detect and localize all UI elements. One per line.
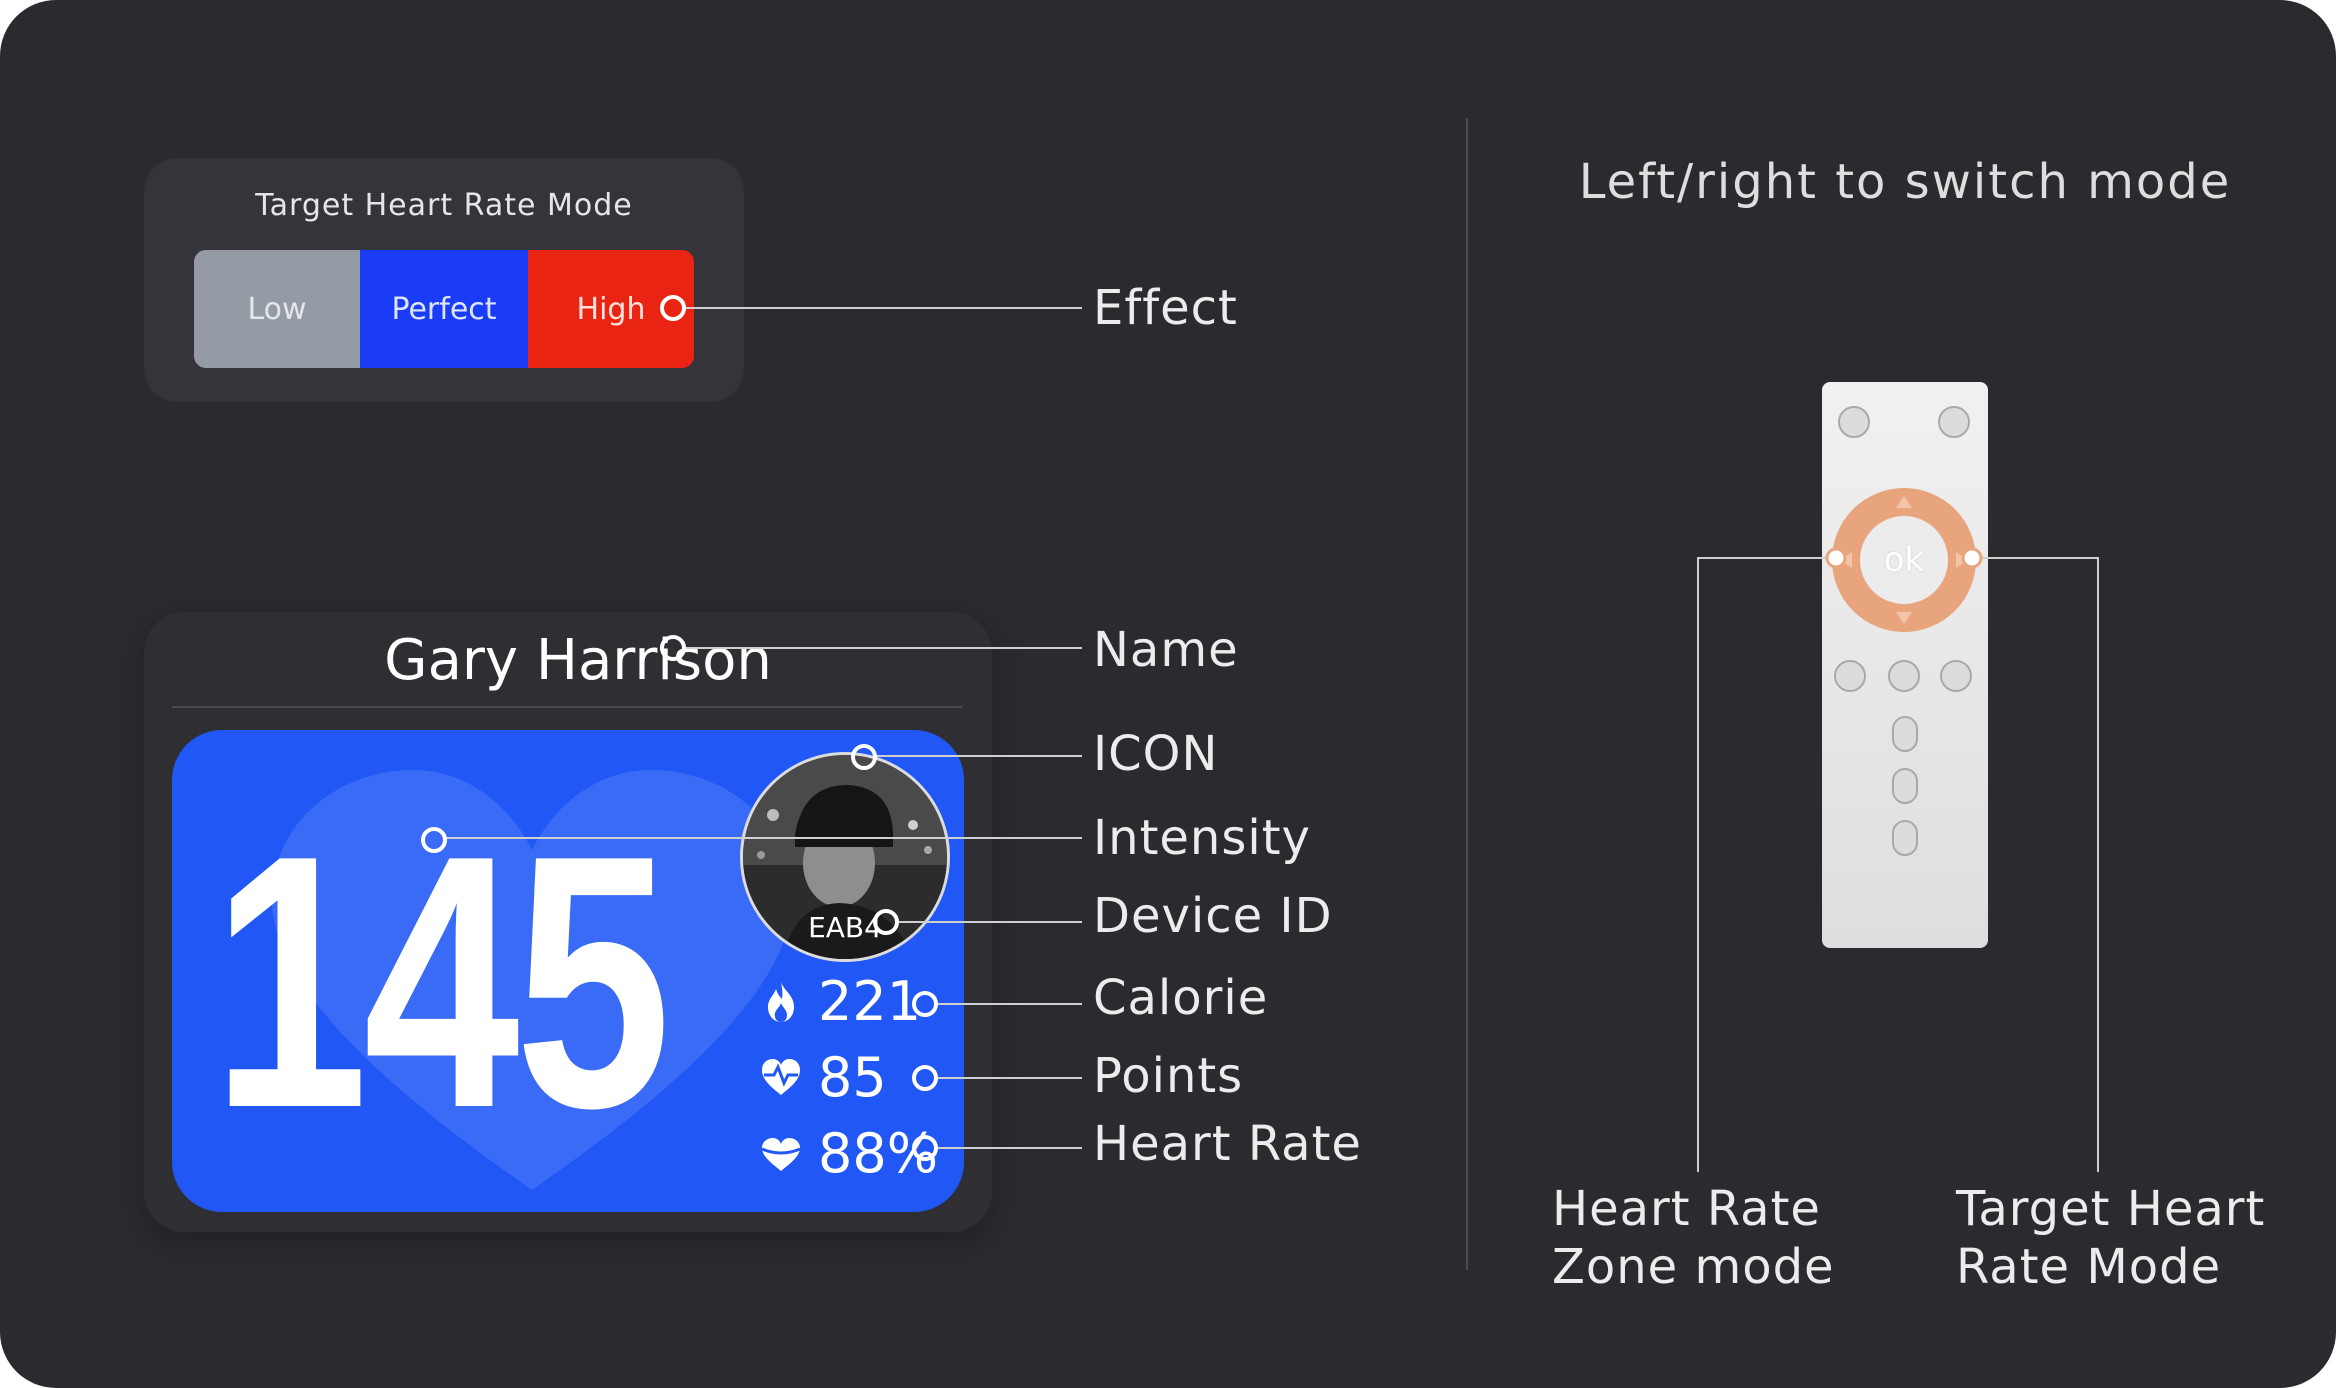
mode-switch-hint: Left/right to switch mode xyxy=(1578,154,2232,210)
callout-heart-rate: Heart Rate xyxy=(1093,1116,1362,1172)
heart-rate-zone-mode-label-line2: Zone mode xyxy=(1552,1239,1835,1295)
mode-segment-perfect[interactable]: Perfect xyxy=(360,250,528,368)
callout-device-id: Device ID xyxy=(1093,888,1333,944)
heart-background-icon xyxy=(272,770,792,1190)
leader-left-mode xyxy=(1697,557,1830,1172)
target-heart-rate-mode-label: Target Heart Rate Mode xyxy=(1956,1180,2265,1296)
card-divider xyxy=(172,706,962,708)
remote-button-row-1[interactable] xyxy=(1834,660,1866,692)
participant-name: Gary Harrison xyxy=(384,628,772,693)
callout-points: Points xyxy=(1093,1048,1244,1104)
remote-pill-button-2[interactable] xyxy=(1892,768,1918,804)
remote-button-top-left[interactable] xyxy=(1838,406,1870,438)
remote-button-row-2[interactable] xyxy=(1888,660,1920,692)
points-value: 85 xyxy=(818,1046,887,1109)
leader-right-mode xyxy=(1982,557,2099,1172)
heart-rate-zone-mode-label-line1: Heart Rate xyxy=(1552,1181,1821,1237)
avatar: EAB4 xyxy=(740,752,950,962)
remote-button-top-right[interactable] xyxy=(1938,406,1970,438)
callout-calorie: Calorie xyxy=(1093,970,1269,1026)
remote-button-row-3[interactable] xyxy=(1940,660,1972,692)
mode-segment-bar: Low Perfect High xyxy=(194,250,694,368)
remote-pill-button-3[interactable] xyxy=(1892,820,1918,856)
calorie-value: 221 xyxy=(818,970,922,1033)
heart-rate-icon xyxy=(761,1137,801,1171)
heart-rate-zone-mode-label: Heart Rate Zone mode xyxy=(1552,1180,1835,1296)
points-stat: 85 xyxy=(758,1046,887,1109)
remote-dpad[interactable]: ok xyxy=(1832,488,1976,632)
remote-pill-button-1[interactable] xyxy=(1892,716,1918,752)
heart-points-icon xyxy=(762,1058,800,1095)
callout-intensity: Intensity xyxy=(1093,810,1311,866)
target-heart-rate-mode-label-line1: Target Heart xyxy=(1956,1181,2266,1237)
calorie-stat: 221 xyxy=(758,970,921,1033)
target-heart-rate-mode-label-line2: Rate Mode xyxy=(1956,1239,2222,1295)
flame-icon xyxy=(768,981,794,1022)
callout-name: Name xyxy=(1093,622,1239,678)
section-divider xyxy=(1466,118,1468,1270)
callout-icon: ICON xyxy=(1093,726,1219,782)
heart-rate-stat: 88% xyxy=(758,1122,938,1185)
device-id: EAB4 xyxy=(808,911,882,944)
mode-segment-low[interactable]: Low xyxy=(194,250,360,368)
heart-rate-value: 88% xyxy=(818,1122,939,1185)
intensity-value: 145 xyxy=(212,781,671,1183)
callout-effect: Effect xyxy=(1093,280,1238,336)
mode-segment-high[interactable]: High xyxy=(528,250,694,368)
target-heart-rate-mode-panel: Target Heart Rate Mode Low Perfect High xyxy=(144,158,744,402)
remote-ok-button[interactable]: ok xyxy=(1860,516,1948,604)
mode-panel-title: Target Heart Rate Mode xyxy=(255,188,633,223)
remote-control: ok xyxy=(1822,382,1988,948)
